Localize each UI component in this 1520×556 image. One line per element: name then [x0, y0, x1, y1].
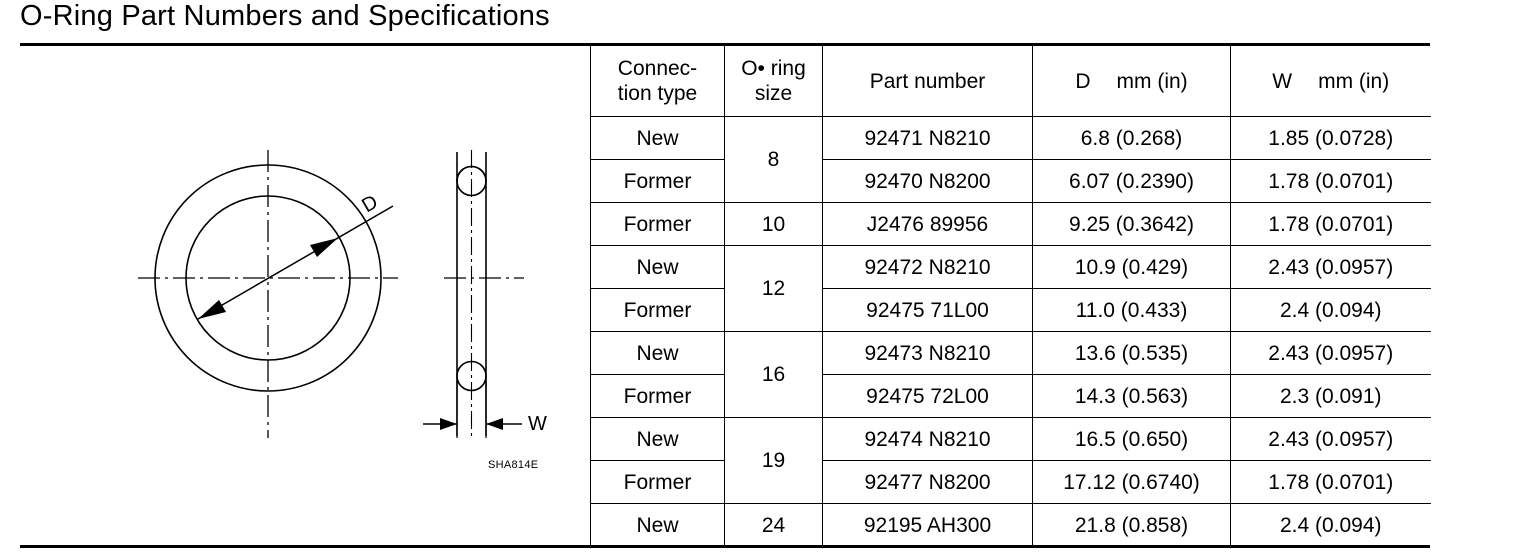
- cell-size: 24: [724, 503, 823, 546]
- table-row: New 16 92473 N8210 13.6 (0.535) 2.43 (0.…: [590, 331, 1431, 418]
- oring-diagram: D W SHA814E: [20, 46, 590, 546]
- table-row: New 19 92474 N8210 16.5 (0.650) 2.43 (0.…: [590, 417, 1431, 504]
- header-connection-type: Connec-tion type: [590, 46, 725, 117]
- cell-d: 6.8 (0.268): [1032, 116, 1231, 160]
- page-title: O-Ring Part Numbers and Specifications: [20, 0, 550, 32]
- cell-part: 92470 N8200: [822, 159, 1033, 203]
- cell-d: 6.07 (0.2390): [1032, 159, 1231, 203]
- table-row: New 12 92472 N8210 10.9 (0.429) 2.43 (0.…: [590, 245, 1431, 332]
- cell-size: 8: [724, 116, 823, 203]
- cell-w: 2.4 (0.094): [1230, 503, 1431, 546]
- cell-size: 12: [724, 245, 823, 332]
- w-arrow-left: [440, 418, 457, 430]
- cell-d: 9.25 (0.3642): [1032, 202, 1231, 246]
- cell-type: New: [590, 331, 725, 375]
- cell-w: 2.43 (0.0957): [1230, 417, 1431, 461]
- cell-type: Former: [590, 288, 725, 332]
- cell-d: 17.12 (0.6740): [1032, 460, 1231, 504]
- cell-w: 2.43 (0.0957): [1230, 245, 1431, 289]
- table-row: New 8 92471 N8210 6.8 (0.268) 1.85 (0.07…: [590, 116, 1431, 203]
- oring-drawing: [138, 150, 524, 438]
- table-row: New 24 92195 AH300 21.8 (0.858) 2.4 (0.0…: [590, 503, 1431, 546]
- cell-part: 92195 AH300: [822, 503, 1033, 546]
- cell-d: 10.9 (0.429): [1032, 245, 1231, 289]
- cell-size: 19: [724, 417, 823, 504]
- cell-w: 1.78 (0.0701): [1230, 159, 1431, 203]
- cell-w: 1.78 (0.0701): [1230, 460, 1431, 504]
- cell-type: Former: [590, 460, 725, 504]
- cell-d: 16.5 (0.650): [1032, 417, 1231, 461]
- cell-type: New: [590, 503, 725, 546]
- bottom-rule: [20, 545, 1430, 548]
- cell-type: Former: [590, 374, 725, 418]
- cell-part: J2476 89956: [822, 202, 1033, 246]
- top-rule: [20, 43, 1430, 46]
- cell-part: 92475 71L00: [822, 288, 1033, 332]
- cell-part: 92472 N8210: [822, 245, 1033, 289]
- cell-w: 1.85 (0.0728): [1230, 116, 1431, 160]
- figure-code: SHA814E: [488, 459, 539, 471]
- cell-part: 92473 N8210: [822, 331, 1033, 375]
- diameter-arrow-right: [310, 238, 338, 257]
- diameter-arrow-left: [198, 300, 226, 319]
- label-w: W: [528, 413, 547, 435]
- cell-part: 92477 N8200: [822, 460, 1033, 504]
- table-row: Former 92470 N8200 6.07 (0.2390) 1.78 (0…: [590, 159, 1431, 203]
- cell-d: 13.6 (0.535): [1032, 331, 1231, 375]
- cell-w: 2.3 (0.091): [1230, 374, 1431, 418]
- cell-part: 92475 72L00: [822, 374, 1033, 418]
- table-row: Former 10 J2476 89956 9.25 (0.3642) 1.78…: [590, 202, 1431, 246]
- cell-w: 1.78 (0.0701): [1230, 202, 1431, 246]
- cell-size: 10: [724, 202, 823, 246]
- cell-type: Former: [590, 202, 725, 246]
- cell-w: 2.4 (0.094): [1230, 288, 1431, 332]
- cell-size: 16: [724, 331, 823, 418]
- cell-d: 14.3 (0.563): [1032, 374, 1231, 418]
- diameter-line: [197, 205, 394, 320]
- cell-type: New: [590, 116, 725, 160]
- cell-d: 11.0 (0.433): [1032, 288, 1231, 332]
- cell-d: 21.8 (0.858): [1032, 503, 1231, 546]
- cell-w: 2.43 (0.0957): [1230, 331, 1431, 375]
- table-row: Former 92475 72L00 14.3 (0.563) 2.3 (0.0…: [590, 374, 1431, 418]
- cell-type: New: [590, 417, 725, 461]
- w-arrow-right: [486, 418, 503, 430]
- cell-type: Former: [590, 159, 725, 203]
- table-row: Former 92477 N8200 17.12 (0.6740) 1.78 (…: [590, 460, 1431, 504]
- table-row: Former 92475 71L00 11.0 (0.433) 2.4 (0.0…: [590, 288, 1431, 332]
- cell-type: New: [590, 245, 725, 289]
- cell-part: 92474 N8210: [822, 417, 1033, 461]
- cell-part: 92471 N8210: [822, 116, 1033, 160]
- header-part-number: Part number: [822, 46, 1033, 117]
